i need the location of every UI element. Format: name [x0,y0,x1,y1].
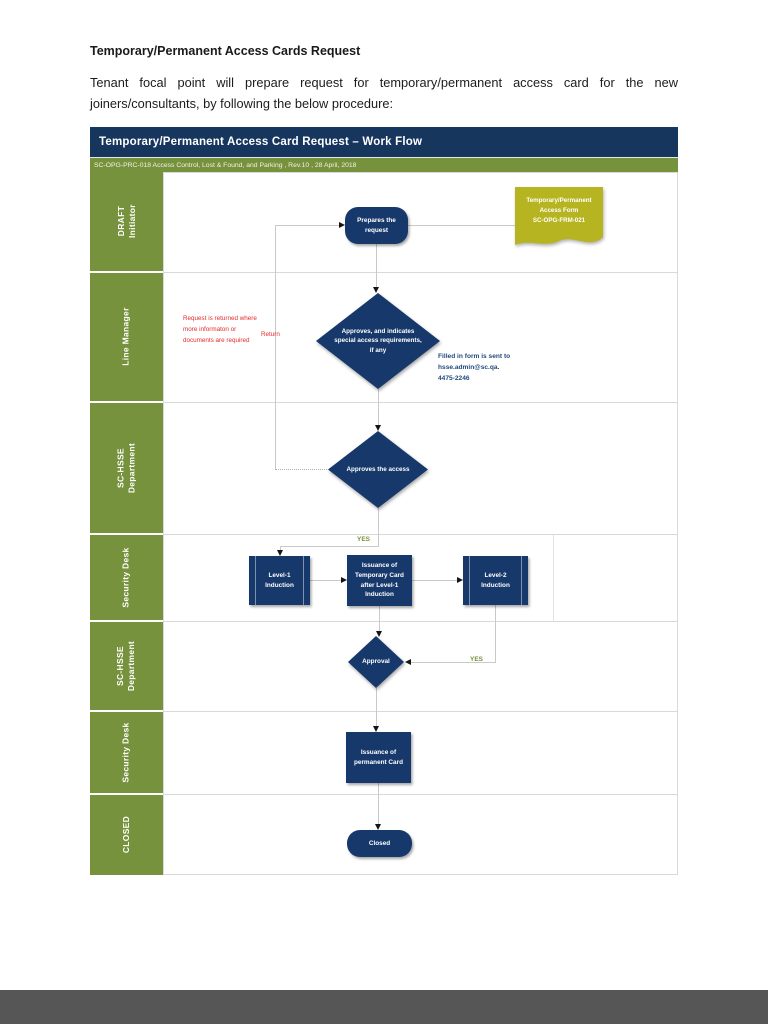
arrowhead-into-level2 [457,577,463,583]
connector-approve-to-access [378,389,379,425]
document-shape-icon [515,187,603,245]
connector-approval-to-permanent [376,688,377,726]
lane-separator [164,711,677,712]
connector-access-down [378,508,379,546]
arrowhead-into-issuance-temp [341,577,347,583]
approve-indicates-diamond: Approves, and indicates special access r… [316,293,440,389]
page-footer-band [0,990,768,1024]
arrowhead-into-approval-right [405,659,411,665]
node-approve-indicates: Approves, and indicates special access r… [316,293,440,389]
flowchart-subtitle-bar: SC-OPG-PRC-018 Access Control, Lost & Fo… [90,157,678,172]
lane-separator [164,621,677,622]
node-prepares-request: Prepares the request [345,207,408,244]
connector-level1-to-issuance [310,580,341,581]
arrowhead-into-closed [375,824,381,830]
intro-line-1: Tenant focal point will prepare request … [90,75,678,90]
node-approves-access: Approves the access [328,431,428,508]
arrowhead-into-issuance-perm [373,726,379,732]
arrowhead-into-approve-diamond [373,287,379,293]
flowchart: Temporary/Permanent Access Card Request … [90,127,678,876]
lane-label-security-desk-2: Security Desk [90,712,163,793]
lane-label-draft-initiator: DRAFT Initiator [90,172,163,271]
arrowhead-into-prepares [339,222,345,228]
lane-label-security-desk-1: Security Desk [90,535,163,620]
page-heading: Temporary/Permanent Access Cards Request [90,44,361,58]
connector-level2-down [495,605,496,662]
connector-issuance-to-approval [379,606,380,631]
lane-label-sc-hsse-department-1: SC-HSSE Department [90,403,163,533]
node-access-form: Temporary/Permanent Access Form SC-OPG-F… [515,187,603,251]
node-closed: Closed [347,830,412,857]
arrowhead-into-level1 [277,550,283,556]
lane-label-closed: CLOSED [90,795,163,875]
yes-label-1: YES [357,536,371,543]
arrowhead-into-approval-top [376,631,382,637]
connector-return-dotted [275,469,327,470]
connector-issuance-to-level2 [412,580,457,581]
access-form-text: Temporary/Permanent Access Form SC-OPG-F… [526,197,592,224]
connector-yes2-horizontal [411,662,496,663]
arrowhead-into-access-diamond [375,425,381,431]
flowchart-body: DRAFT Initiator Line Manager SC-HSSE Dep… [90,172,678,876]
lane-separator [164,794,677,795]
note-return-reason: Request is returned where more informato… [183,315,257,344]
lane-separator [164,402,677,403]
node-level1-induction: Level-1 Induction [249,556,310,605]
node-issuance-permanent-card: Issuance of permanent Card [346,732,411,783]
lane-separator [164,272,677,273]
flowchart-title-bar: Temporary/Permanent Access Card Request … [90,127,678,157]
approves-access-diamond: Approves the access [328,431,428,508]
node-approval: Approval [348,636,404,688]
connector-return-top [275,225,339,226]
intro-paragraph: Tenant focal point will prepare request … [90,72,678,114]
connector-prepares-to-approve [376,244,377,287]
flow-area-frame [163,172,678,875]
node-level2-induction: Level-2 Induction [463,556,528,605]
approval-diamond: Approval [348,636,404,688]
note-form-sent: Filled in form is sent to hsse.admin@sc.… [438,353,511,382]
connector-return-vertical [275,225,276,469]
connector-permanent-to-closed [378,783,379,824]
connector-into-level1 [280,546,281,551]
note-return-label: Return [261,331,280,338]
yes-label-2: YES [470,656,484,663]
intro-line-2: joiners/consultants, by following the be… [90,96,394,111]
connector-yes1-horizontal [280,546,379,547]
connector-form-to-prepares [408,225,515,226]
lane-separator [164,534,677,535]
node-issuance-temporary-card: Issuance of Temporary Card after Level-1… [347,555,412,606]
gridline-vertical [553,535,554,621]
lane-label-line-manager: Line Manager [90,273,163,401]
lane-label-sc-hsse-department-2: SC-HSSE Department [90,622,163,710]
